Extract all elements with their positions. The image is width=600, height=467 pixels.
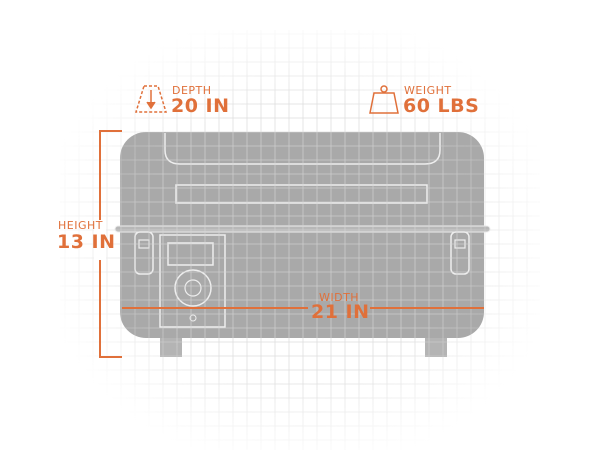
weight-value: 60 LBS <box>403 95 480 117</box>
grill-illustration <box>114 132 491 357</box>
left-leg <box>160 335 182 357</box>
depth-value: 20 IN <box>171 95 230 117</box>
lid-handle <box>175 184 428 204</box>
control-dial <box>174 269 212 307</box>
control-panel <box>159 234 226 328</box>
weight-icon <box>369 85 399 114</box>
depth-label: DEPTH <box>172 84 212 97</box>
depth-arrow-icon <box>134 85 168 113</box>
panel-screw <box>189 314 197 322</box>
height-bracket-gap <box>94 220 106 260</box>
height-value: 13 IN <box>57 231 116 253</box>
lid-outline <box>164 133 441 165</box>
right-latch <box>450 231 470 275</box>
right-leg <box>425 335 447 357</box>
width-value: 21 IN <box>311 301 370 323</box>
display <box>167 242 214 266</box>
weight-label: WEIGHT <box>404 84 452 97</box>
width-label: WIDTH <box>319 291 360 304</box>
height-label: HEIGHT <box>58 219 103 232</box>
grid-overlay <box>60 30 540 450</box>
dial-center <box>184 279 202 297</box>
rim <box>114 225 491 233</box>
